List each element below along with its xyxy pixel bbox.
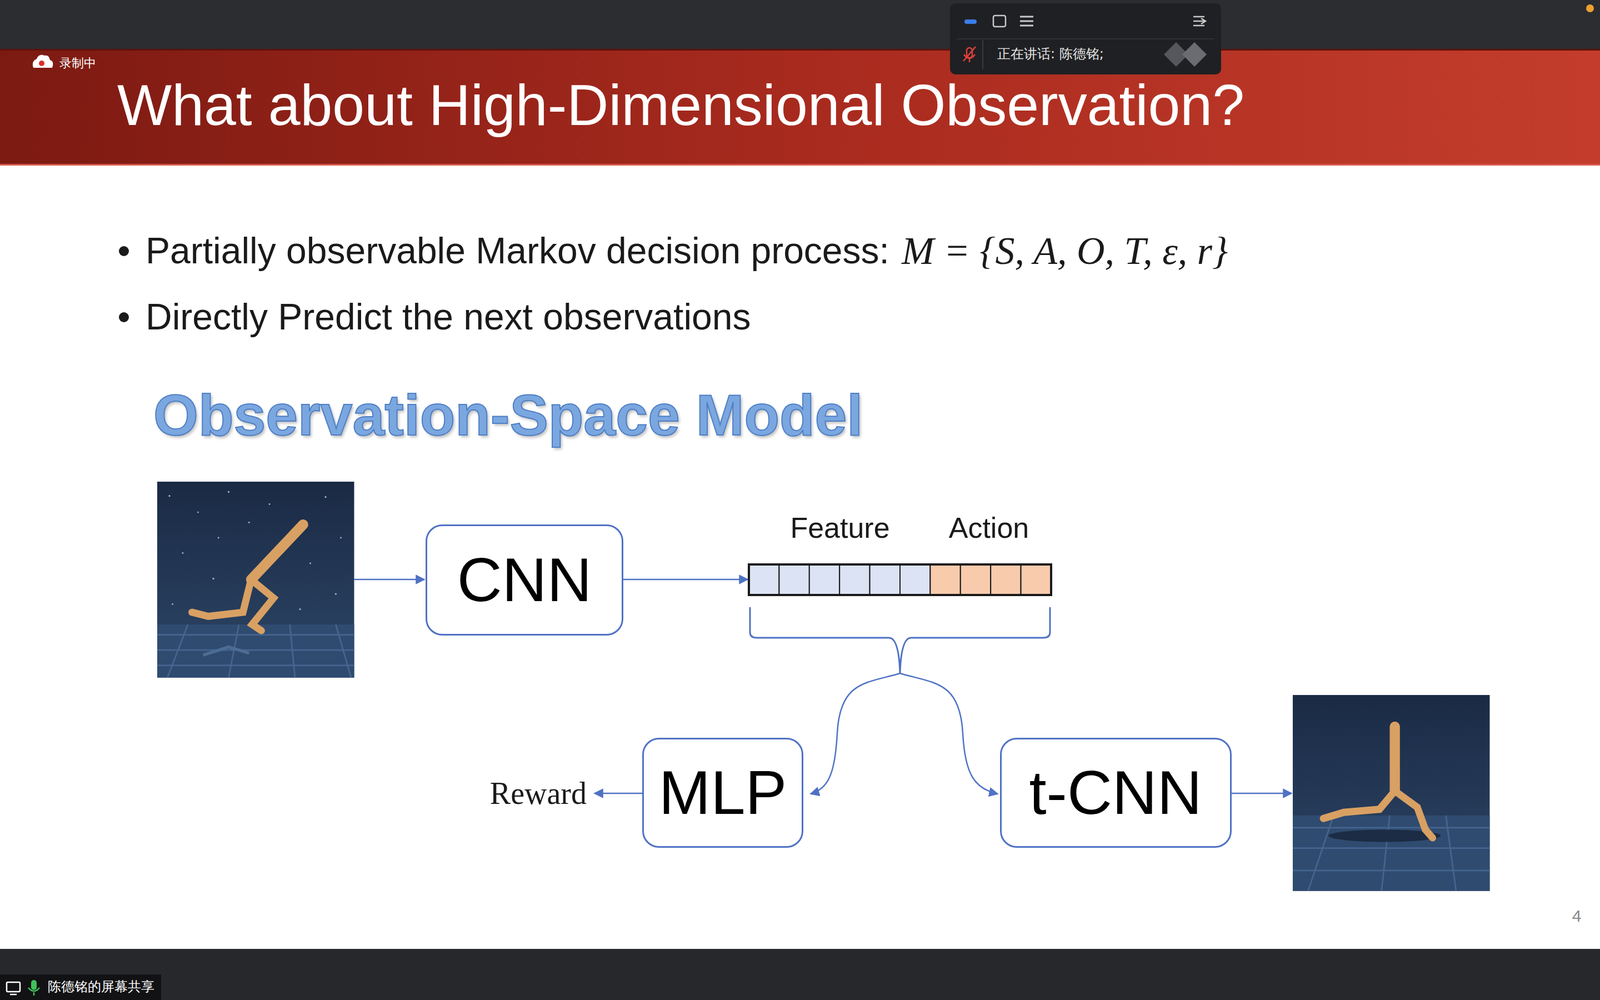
- header-edge: [0, 48, 1600, 51]
- flow-arrow: [900, 673, 998, 794]
- box-label: MLP: [658, 758, 787, 827]
- bullet-text: Directly Predict the next observations: [145, 296, 751, 339]
- recording-status: 录制中: [59, 56, 97, 70]
- header-edge: [0, 163, 1600, 166]
- share-badge: [0, 974, 162, 1000]
- bottom-bar: [0, 948, 1600, 1000]
- flow-arrow: [623, 578, 748, 581]
- feature-action-vector: [748, 564, 1052, 595]
- vector-part-label: Action: [948, 511, 1030, 545]
- bullet-text: Partially observable Markov decision pro…: [145, 230, 890, 273]
- flow-arrow: [1231, 792, 1292, 795]
- math-formula: M = {S, A, O, T, ε, r}: [901, 228, 1228, 274]
- slide-title: What about High-Dimensional Observation?: [117, 72, 1245, 139]
- speaker-popup: [950, 3, 1222, 75]
- record-icon: [32, 55, 53, 68]
- speaker-status: 正在讲话: 陈德铭;: [997, 46, 1104, 63]
- share-label: 陈德铭的屏幕共享: [47, 979, 155, 995]
- box-label: CNN: [457, 545, 593, 614]
- output-label: Reward: [490, 775, 587, 812]
- top-bar: [0, 0, 1600, 49]
- flow-arrow: [353, 578, 425, 581]
- predicted-image: [1292, 695, 1490, 892]
- flow-arrow: [810, 673, 900, 794]
- bullet-dot: [118, 312, 129, 323]
- process-box: t-CNN: [1000, 737, 1232, 848]
- process-box: MLP: [642, 737, 804, 848]
- section-heading: Observation-Space Model: [153, 382, 863, 449]
- header-band: [0, 48, 1600, 166]
- observation-image: [157, 481, 354, 678]
- process-box: CNN: [425, 524, 624, 636]
- grouping-brace: [750, 607, 1050, 674]
- share-icons: [6, 980, 40, 996]
- status-dot: [1586, 4, 1594, 13]
- flow-arrow: [594, 792, 643, 795]
- page-number: 4: [1572, 906, 1582, 927]
- vector-part-label: Feature: [790, 511, 890, 545]
- box-label: t-CNN: [1028, 758, 1202, 827]
- bullet-dot: [118, 246, 129, 257]
